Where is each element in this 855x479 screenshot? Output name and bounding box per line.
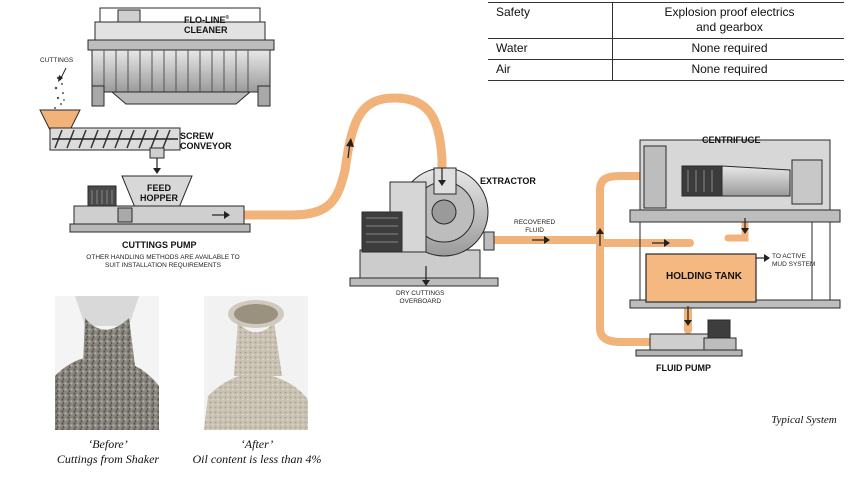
extractor-label: EXTRACTOR bbox=[480, 176, 536, 186]
table-row: Water None required bbox=[488, 38, 844, 60]
fluid-pump-label: FLUID PUMP bbox=[656, 363, 711, 373]
after-photo bbox=[204, 296, 308, 430]
holding-tank-label: HOLDING TANK bbox=[666, 271, 742, 282]
table-value-line: Explosion proof electrics bbox=[664, 5, 795, 19]
before-caption: ‘Before’Cuttings from Shaker bbox=[56, 437, 160, 466]
table-value-water: None required bbox=[612, 38, 844, 60]
holding-tank bbox=[645, 253, 757, 303]
screw-conveyor bbox=[39, 109, 181, 159]
fluid-pump bbox=[635, 319, 743, 357]
flo-line-label: FLO-LINE®CLEANER bbox=[184, 15, 230, 35]
table-label-water: Water bbox=[488, 38, 613, 60]
typical-system-caption: Typical System bbox=[771, 414, 837, 426]
before-photo bbox=[55, 296, 159, 430]
pipe-return bbox=[596, 236, 654, 346]
cuttings-pump-label: CUTTINGS PUMP bbox=[122, 240, 197, 250]
table-value-line: and gearbox bbox=[696, 20, 763, 34]
table-label-air: Air bbox=[488, 59, 613, 81]
cuttings-stream bbox=[54, 76, 65, 109]
table-row: Air None required bbox=[488, 59, 844, 81]
table-label-safety: Safety bbox=[488, 2, 613, 39]
flo-line-cleaner bbox=[87, 7, 275, 107]
pipe-loop bbox=[596, 172, 654, 244]
cuttings-label: CUTTINGS bbox=[40, 57, 74, 64]
cuttings-pump bbox=[69, 185, 251, 233]
pipe-pump-to-extractor bbox=[233, 93, 447, 220]
centrifuge bbox=[629, 139, 841, 309]
after-caption: ‘After’Oil content is less than 4% bbox=[192, 437, 322, 466]
extractor bbox=[349, 167, 499, 287]
table-value-air: None required bbox=[612, 59, 844, 81]
centrifuge-label: CENTRIFUGE bbox=[702, 135, 761, 145]
